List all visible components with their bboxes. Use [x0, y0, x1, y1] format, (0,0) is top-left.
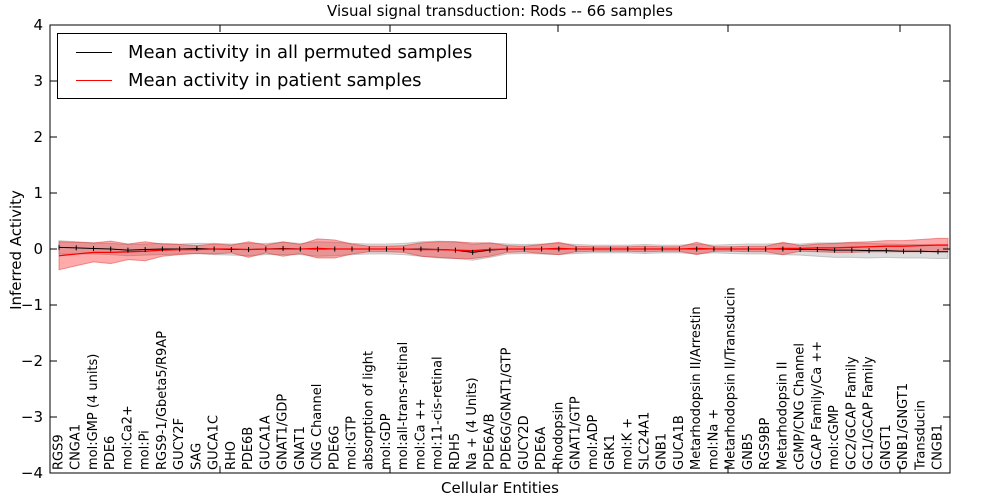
y-tick-label: −1	[21, 296, 43, 314]
x-tick-label: Transducin	[913, 400, 928, 471]
x-tick-label: CNG Channel	[310, 384, 325, 470]
x-tick-label: Metarhodopsin II/Arrestin	[689, 306, 704, 470]
x-tick-label: mol:Ca2+	[120, 405, 135, 470]
x-tick-label: PDE6G/GNAT1/GTP	[500, 347, 515, 470]
x-tick-label: mol:K +	[620, 418, 635, 470]
x-tick-label: RGS9BP	[758, 417, 773, 470]
x-tick-label: PDE6B	[241, 427, 256, 470]
permuted-band	[58, 240, 949, 261]
x-tick-label: mol:cGMP	[827, 405, 842, 470]
x-tick-label: PDE6G	[327, 426, 342, 470]
x-tick-label: GNAT1/GTP	[569, 396, 584, 470]
chart-title: Visual signal transduction: Rods -- 66 s…	[327, 2, 673, 20]
legend-item-patient: Mean activity in patient samples	[58, 66, 506, 94]
patient-line-swatch	[76, 79, 112, 81]
x-tick-label: GNAT1/GDP	[276, 394, 291, 470]
y-tick-label: 4	[33, 16, 43, 34]
x-tick-label: GNGT1	[879, 424, 894, 470]
x-tick-label: mol:GMP (4 units)	[86, 354, 101, 470]
x-tick-label: mol:ADP	[586, 414, 601, 470]
legend: Mean activity in all permuted samples Me…	[57, 33, 507, 99]
x-tick-label: PDE6A	[534, 427, 549, 470]
y-tick-label: 0	[33, 240, 43, 258]
y-tick-label: 1	[33, 184, 43, 202]
x-tick-label: PDE6A/B	[482, 413, 497, 470]
x-tick-label: GUCY2D	[517, 415, 532, 470]
x-tick-label: GRK1	[603, 434, 618, 470]
y-tick-label: 2	[33, 128, 43, 146]
x-tick-label: GNB1	[655, 433, 670, 470]
x-tick-label: CNGA1	[69, 424, 84, 470]
legend-label-patient: Mean activity in patient samples	[128, 69, 422, 91]
x-tick-label: GUCA1A	[258, 415, 273, 470]
x-tick-label: SLC24A1	[638, 412, 653, 470]
x-axis-label: Cellular Entities	[441, 479, 559, 497]
x-tick-label: absorption of light	[362, 351, 377, 470]
x-tick-label: mol:11-cis-retinal	[431, 356, 446, 470]
x-tick-label: mol:GDP	[379, 413, 394, 470]
x-tick-label: GNB1/GNGT1	[896, 383, 911, 470]
x-tick-label: GUCA1C	[207, 415, 222, 470]
x-tick-label: Metarhodopsin II	[775, 362, 790, 470]
x-tick-label: PDE6	[103, 436, 118, 470]
x-tick-label: RGS9	[52, 434, 67, 470]
x-tick-label: Na + (4 Units)	[465, 377, 480, 470]
x-tick-label: mol:Na +	[706, 409, 721, 470]
x-tick-label: SAG	[189, 443, 204, 470]
x-tick-label: RGS9-1/Gbeta5/R9AP	[155, 331, 170, 470]
x-tick-label: GCAP Family/Ca ++	[810, 341, 825, 470]
x-tick-label: GNAT1	[293, 426, 308, 470]
x-tick-label: RDH5	[448, 433, 463, 470]
x-tick-label: Metarhodopsin II/Transducin	[724, 287, 739, 470]
x-tick-label: GNB5	[741, 433, 756, 470]
x-tick-label: cGMP/CNG Channel	[793, 343, 808, 470]
x-tick-label: mol:all-trans-retinal	[396, 342, 411, 470]
x-tick-label: GUCA1B	[672, 415, 687, 470]
legend-label-permuted: Mean activity in all permuted samples	[128, 41, 473, 63]
y-tick-label: 3	[33, 72, 43, 90]
x-tick-label: CNGB1	[931, 424, 946, 470]
y-tick-label: −2	[21, 352, 43, 370]
x-tick-label: mol:Ca ++	[413, 398, 428, 470]
permuted-line-swatch	[76, 51, 112, 53]
x-tick-label: GUCY2F	[172, 418, 187, 470]
y-tick-label: −3	[21, 408, 43, 426]
x-tick-label: RHO	[224, 441, 239, 470]
x-tick-label: GC1/GCAP Family	[862, 356, 877, 470]
x-tick-label: Rhodopsin	[551, 402, 566, 470]
legend-item-permuted: Mean activity in all permuted samples	[58, 38, 506, 66]
x-tick-label: mol:Pi	[138, 430, 153, 470]
y-tick-label: −4	[21, 464, 43, 482]
x-tick-label: mol:GTP	[345, 416, 360, 470]
x-tick-label: GC2/GCAP Family	[844, 356, 859, 470]
